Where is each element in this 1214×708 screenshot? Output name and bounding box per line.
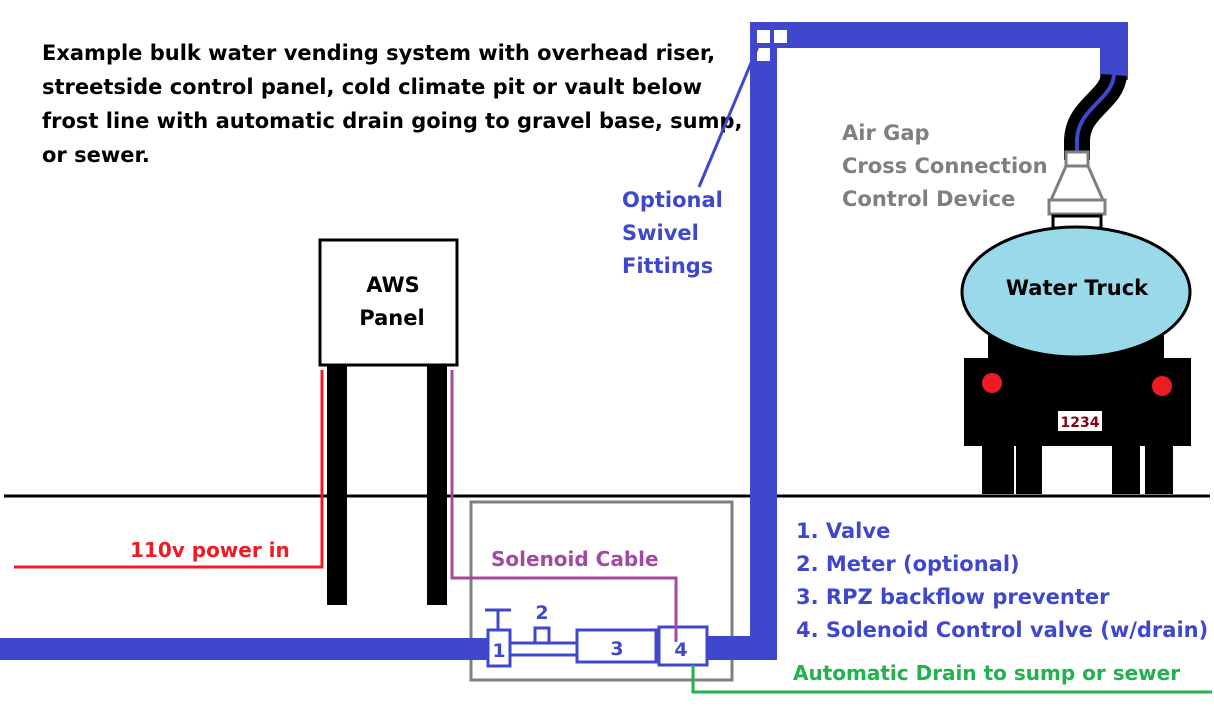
water-truck: Water Truck 1234 bbox=[960, 225, 1192, 494]
swivel-fitting bbox=[774, 30, 787, 43]
valve-number: 1 bbox=[492, 640, 505, 662]
solenoid-cable-label: Solenoid Cable bbox=[491, 547, 659, 571]
fill-hose-highlight bbox=[1075, 74, 1116, 160]
legend-item: 2. Meter (optional) bbox=[796, 552, 1020, 576]
valve-component bbox=[486, 628, 512, 668]
swivel-label-line: Swivel bbox=[622, 221, 699, 245]
swivel-label-line: Optional bbox=[622, 188, 723, 212]
truck-label: Water Truck bbox=[1006, 276, 1149, 300]
solenoid-number: 4 bbox=[674, 639, 687, 661]
nozzle-coupling bbox=[1064, 150, 1090, 168]
vault-pit bbox=[469, 500, 734, 682]
air-gap-funnel bbox=[1048, 164, 1106, 202]
swivel-label: Optional Swivel Fittings bbox=[622, 188, 723, 278]
drain-label: Automatic Drain to sump or sewer bbox=[793, 661, 1180, 685]
legend-item: 4. Solenoid Control valve (w/drain) bbox=[796, 618, 1208, 642]
air-gap-label-line: Cross Connection bbox=[842, 154, 1048, 178]
meter-component bbox=[533, 626, 551, 645]
air-gap-label-line: Air Gap bbox=[842, 121, 930, 145]
power-label: 110v power in bbox=[130, 538, 290, 562]
supply-pipe bbox=[0, 638, 488, 660]
description-block: Example bulk water vending system with o… bbox=[42, 41, 743, 167]
truck-wheel bbox=[982, 444, 1014, 494]
air-gap-label-line: Control Device bbox=[842, 187, 1015, 211]
truck-body bbox=[964, 358, 1191, 446]
overhead-drop-pipe bbox=[1100, 22, 1128, 80]
truck-wheel bbox=[1016, 444, 1042, 494]
description-line: frost line with automatic drain going to… bbox=[42, 109, 743, 133]
solenoid-cable bbox=[450, 370, 678, 642]
rpz-component bbox=[575, 628, 658, 664]
panel-label-line1: AWS bbox=[366, 273, 420, 297]
meter-number: 2 bbox=[535, 602, 548, 624]
component-connector-pipe bbox=[508, 641, 579, 657]
description-line: or sewer. bbox=[42, 143, 150, 167]
riser-pipe bbox=[750, 22, 777, 660]
legend-item: 3. RPZ backflow preventer bbox=[796, 585, 1110, 609]
license-plate bbox=[1058, 411, 1102, 431]
component-legend: 1. Valve 2. Meter (optional) 3. RPZ back… bbox=[796, 519, 1208, 642]
solenoid-component bbox=[657, 625, 709, 667]
license-plate-number: 1234 bbox=[1061, 415, 1100, 431]
swivel-fitting bbox=[757, 30, 770, 43]
air-gap-ring bbox=[1047, 198, 1107, 216]
power-line bbox=[14, 370, 324, 569]
description-line: Example bulk water vending system with o… bbox=[42, 41, 715, 65]
legend-item: 1. Valve bbox=[796, 519, 890, 543]
tail-light-left bbox=[982, 373, 1002, 393]
drain-line bbox=[691, 665, 1212, 694]
panel-leg-left bbox=[327, 365, 347, 605]
swivel-pointer-line bbox=[697, 43, 761, 188]
air-gap-label: Air Gap Cross Connection Control Device bbox=[842, 121, 1048, 211]
truck-wheel bbox=[1112, 444, 1140, 494]
water-tank bbox=[960, 225, 1192, 359]
tail-light-right bbox=[1152, 376, 1172, 396]
truck-wheel bbox=[1145, 444, 1173, 494]
aws-panel bbox=[318, 238, 459, 367]
swivel-fitting bbox=[757, 48, 770, 61]
swivel-label-line: Fittings bbox=[622, 254, 713, 278]
description-line: streetside control panel, cold climate p… bbox=[42, 75, 702, 99]
panel-label-line2: Panel bbox=[359, 306, 424, 330]
panel-leg-right bbox=[427, 365, 447, 605]
overhead-pipe bbox=[750, 22, 1128, 48]
rpz-number: 3 bbox=[610, 638, 623, 660]
